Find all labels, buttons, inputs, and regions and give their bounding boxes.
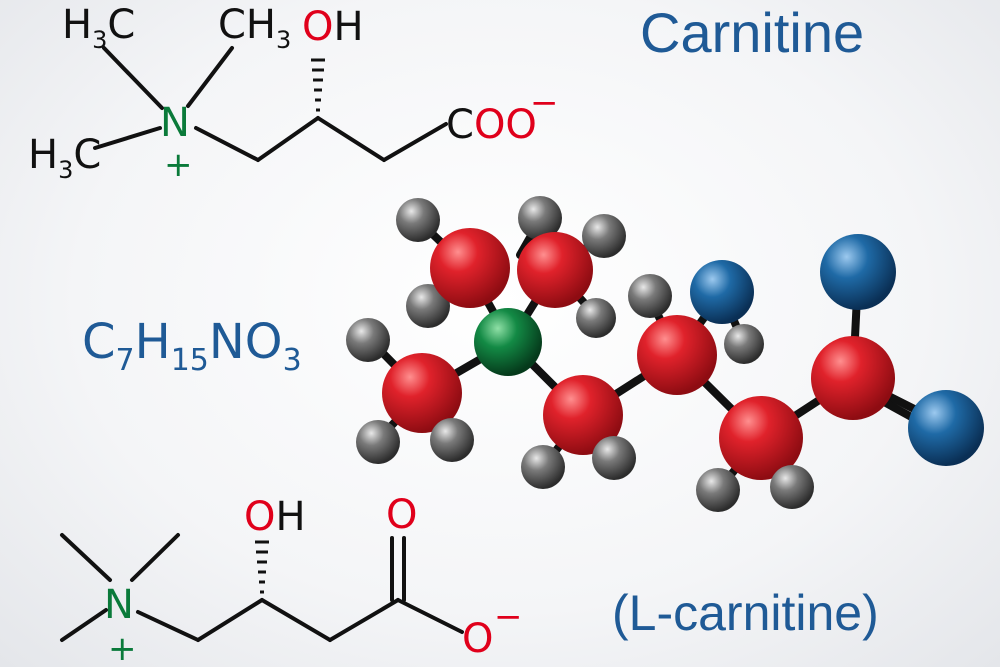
bond (382, 122, 448, 162)
bond (196, 598, 264, 642)
bond (396, 598, 464, 634)
hydrogen-atom (356, 420, 400, 464)
hydrogen-atom (406, 284, 450, 328)
carbon-atom (543, 375, 623, 455)
stereo-hash-bottom (255, 540, 269, 594)
hydrogen-atom (696, 468, 740, 512)
carbonyl-oxygen-label: O (386, 492, 417, 538)
nitrogen-top-label: N (160, 100, 190, 146)
oxygen-atom (690, 260, 754, 324)
bond (316, 116, 386, 162)
hydroxyl-bottom-label: OH (244, 494, 306, 540)
page-title: Carnitine (640, 1, 864, 64)
hydrogen-atom (628, 274, 672, 318)
carboxylate-top-charge: − (530, 83, 559, 123)
carboxylate-top-label: COO (446, 102, 537, 148)
methyl-left-label: H3C (28, 132, 101, 184)
nitrogen-bottom-label: N (104, 582, 134, 628)
hydrogen-atom (396, 198, 440, 242)
oxide-oxygen-label: O (462, 616, 493, 662)
hydroxyl-top-label: OH (302, 4, 364, 50)
carbon-atom (719, 396, 803, 480)
nitrogen-bottom-charge: + (108, 629, 137, 667)
bond (130, 533, 180, 582)
molecular-formula: C7H15NO3 (82, 314, 302, 378)
hydrogen-atom (521, 445, 565, 489)
bond (186, 46, 234, 108)
page-subtitle: (L-carnitine) (612, 585, 879, 641)
nitrogen-top-charge: + (164, 145, 193, 185)
bond (93, 126, 162, 150)
hydrogen-atom (576, 298, 616, 338)
carbon-atom (811, 336, 895, 420)
bond (102, 46, 164, 110)
methyl-top-left-label: H3C (62, 2, 135, 54)
carbon-atom (637, 315, 717, 395)
hydrogen-atom (582, 214, 626, 258)
bond (136, 610, 200, 642)
structure-bottom (60, 533, 464, 642)
ball-and-stick-model (346, 196, 984, 512)
oxide-oxygen-charge: − (494, 597, 523, 637)
hydrogen-atom (592, 436, 636, 480)
bond (328, 598, 400, 642)
bond (194, 126, 260, 162)
bond (256, 116, 320, 162)
hydrogen-atom (346, 318, 390, 362)
stereo-hash-top (311, 58, 325, 112)
bond (60, 608, 108, 642)
oxygen-atom (908, 390, 984, 466)
carbon-atom (430, 228, 510, 308)
hydrogen-atom (518, 196, 562, 240)
carbon-atom (517, 232, 593, 308)
nitrogen-atom (474, 308, 542, 376)
oxygen-atom (820, 234, 896, 310)
hydrogen-atom (770, 465, 814, 509)
structure-top (93, 46, 448, 162)
bond (60, 533, 112, 582)
bond (260, 598, 332, 642)
hydrogen-atom (724, 324, 764, 364)
hydrogen-atom (430, 418, 474, 462)
carbon-atom (382, 353, 462, 433)
methyl-top-right-label: CH3 (218, 2, 291, 54)
